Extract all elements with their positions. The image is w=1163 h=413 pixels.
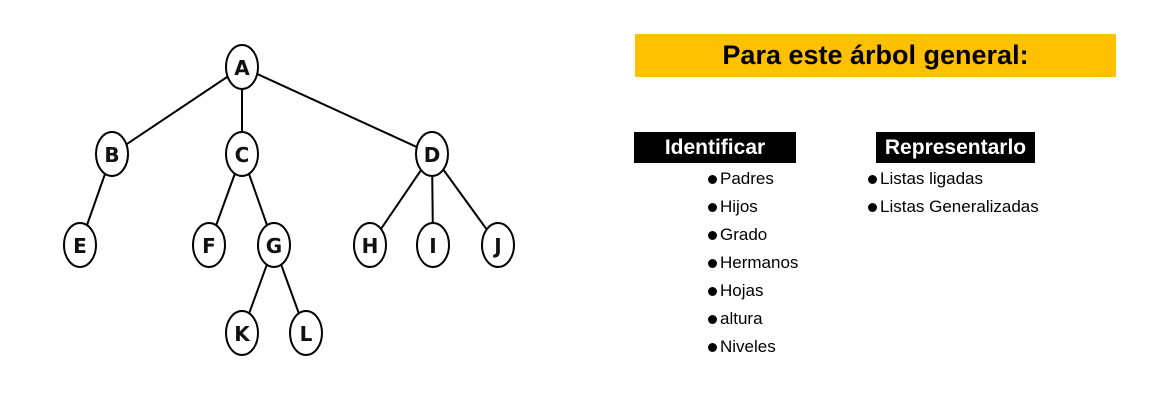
tree-node-label: G	[266, 234, 282, 258]
tree-node-circle	[95, 131, 129, 177]
tree-node-label: A	[234, 56, 250, 80]
tree-node-b: B	[95, 131, 129, 177]
tree-node-i: I	[416, 222, 450, 268]
tree-node-circle	[63, 222, 97, 268]
tree-node-label: B	[104, 143, 119, 167]
tree-node-label: J	[492, 234, 501, 258]
represent-header: Representarlo	[876, 132, 1035, 163]
tree-node-g: G	[257, 222, 291, 268]
tree-node-circle	[481, 222, 515, 268]
tree-node-label: K	[234, 322, 251, 346]
tree-node-j: J	[481, 222, 515, 268]
tree-node-c: C	[225, 131, 259, 177]
tree-edge-a-b	[111, 66, 243, 155]
bullet-icon	[708, 202, 717, 212]
tree-node-k: K	[225, 310, 259, 356]
bullet-icon	[708, 174, 717, 184]
tree-node-circle	[416, 222, 450, 268]
tree-node-circle	[225, 131, 259, 177]
list-item-label: Padres	[720, 169, 774, 188]
list-item: Grado	[708, 221, 798, 249]
list-item-label: Listas Generalizadas	[880, 197, 1039, 216]
tree-node-circle	[192, 222, 226, 268]
tree-node-label: F	[202, 234, 216, 258]
banner-title: Para este árbol general:	[722, 40, 1029, 70]
list-item: Hermanos	[708, 249, 798, 277]
tree-node-l: L	[289, 310, 323, 356]
tree-node-label: E	[73, 234, 87, 258]
list-item: Hijos	[708, 193, 798, 221]
list-item: altura	[708, 305, 798, 333]
tree-edge-a-d	[241, 66, 433, 155]
list-item: Padres	[708, 165, 798, 193]
list-item-label: Grado	[720, 225, 768, 244]
tree-node-circle	[225, 44, 259, 90]
list-item-label: Hijos	[720, 197, 758, 216]
identify-title: Identificar	[664, 135, 766, 159]
list-item: Hojas	[708, 277, 798, 305]
tree-node-circle	[353, 222, 387, 268]
tree-node-circle	[225, 310, 259, 356]
tree-node-circle	[415, 131, 449, 177]
tree-node-circle	[257, 222, 291, 268]
list-item-label: Niveles	[720, 337, 776, 356]
tree-node-label: D	[424, 143, 441, 167]
list-item: Listas Generalizadas	[868, 193, 1039, 221]
general-tree-diagram: A B C D E F G H I J K L	[63, 44, 515, 356]
bullet-icon	[708, 230, 717, 240]
bullet-icon	[708, 314, 717, 324]
list-item-label: Hermanos	[720, 253, 799, 272]
tree-node-e: E	[63, 222, 97, 268]
tree-node-label: C	[235, 143, 250, 167]
tree-node-f: F	[192, 222, 226, 268]
tree-node-label: H	[362, 234, 379, 258]
bullet-icon	[868, 174, 877, 184]
tree-node-label: L	[300, 322, 313, 346]
bullet-icon	[708, 342, 717, 352]
tree-node-a: A	[225, 44, 259, 90]
represent-list: Listas ligadas Listas Generalizadas	[868, 165, 1039, 221]
represent-title: Representarlo	[884, 135, 1027, 159]
list-item-label: altura	[720, 309, 763, 328]
identify-header: Identificar	[634, 132, 796, 163]
list-item: Niveles	[708, 333, 798, 361]
tree-node-label: I	[429, 234, 436, 258]
list-item-label: Listas ligadas	[880, 169, 984, 188]
tree-node-circle	[289, 310, 323, 356]
identify-list: Padres Hijos Grado Hermanos Hojas altura…	[708, 165, 798, 361]
bullet-icon	[708, 258, 717, 268]
list-item: Listas ligadas	[868, 165, 1039, 193]
bullet-icon	[868, 202, 877, 212]
title-banner: Para este árbol general:	[635, 34, 1116, 77]
tree-node-h: H	[353, 222, 387, 268]
tree-node-d: D	[415, 131, 449, 177]
bullet-icon	[708, 286, 717, 296]
list-item-label: Hojas	[720, 281, 764, 300]
